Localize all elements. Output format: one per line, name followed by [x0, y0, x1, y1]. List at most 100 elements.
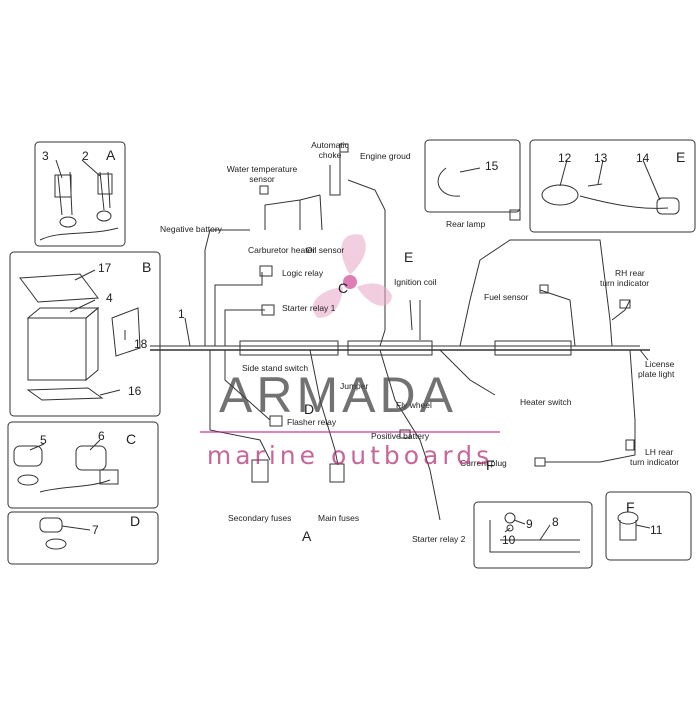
relay-6: [75, 445, 107, 471]
section-letter-e-main: E: [404, 249, 413, 265]
battery-side: [85, 306, 99, 382]
watermark-propeller-icon: [312, 234, 392, 318]
connector-2: [97, 173, 113, 195]
spark-cap-14: [656, 197, 680, 215]
label-rear-lamp: Rear lamp: [446, 219, 485, 229]
section-letter-b: B: [142, 259, 151, 275]
label-starter-relay-2: Starter relay 2: [412, 534, 466, 544]
harness-sleeve-1: [239, 340, 339, 356]
part-12: [541, 184, 579, 206]
branch-logic-relay: [214, 272, 263, 346]
label-license-1: License: [645, 359, 675, 369]
harness-sleeve-3: [494, 340, 572, 356]
watermark-brand: ARMADA: [219, 367, 457, 423]
callout-13: 13: [594, 151, 608, 165]
inset-box-8-10: [473, 501, 593, 569]
branch-positive-battery: [379, 349, 441, 521]
callout-7: 7: [92, 523, 99, 537]
callout-12: 12: [558, 151, 572, 165]
label-negative-battery: Negative battery: [160, 224, 223, 234]
branch-carb-heater: [299, 194, 323, 231]
callout-4: 4: [106, 291, 113, 305]
callout-1: 1: [178, 307, 185, 321]
branch-water-temp: [264, 194, 321, 230]
leader-5-6: [29, 439, 101, 451]
label-ignition-coil: Ignition coil: [394, 277, 437, 287]
connector-rear-lamp: [509, 209, 521, 221]
callout-11: 11: [650, 523, 663, 537]
callout-16: 16: [128, 384, 142, 398]
inset-box-d: [7, 511, 159, 565]
inset-box-a: [34, 141, 126, 247]
label-logic-relay: Logic relay: [282, 268, 324, 278]
callout-17: 17: [98, 261, 112, 275]
callout-15: 15: [485, 159, 499, 173]
leader-7: [61, 525, 91, 531]
clamp-15: [437, 167, 461, 197]
label-secondary-fuses: Secondary fuses: [228, 513, 291, 523]
label-heater-switch: Heater switch: [520, 397, 572, 407]
relay-7-base: [45, 538, 67, 550]
connector-flasher-relay: [269, 415, 283, 427]
connector-rh-turn: [619, 299, 631, 309]
branch-starter-relay-1: [224, 309, 265, 346]
branch-engine-ground: [347, 179, 386, 347]
branch-rear-lamp: [459, 239, 613, 347]
cable-8-left: [489, 520, 580, 553]
section-letter-a-main: A: [302, 528, 312, 544]
relay-7: [39, 517, 63, 533]
branch-license: [639, 349, 649, 361]
label-oil-sensor: Oil sensor: [306, 245, 344, 255]
label-water-temp-1: Water temperature: [227, 164, 298, 174]
battery-cover-17: [19, 273, 99, 303]
inset-a-ring-right: [96, 210, 112, 222]
callout-8: 8: [552, 515, 559, 529]
connector-lh-turn: [625, 439, 635, 451]
connector-positive-battery: [399, 429, 411, 439]
label-fly-wheel: Fly wheel: [396, 400, 432, 410]
label-license-2: plate light: [638, 369, 675, 379]
branch-ignition-coil: [409, 299, 421, 340]
branch-flasher-relay: [224, 350, 271, 421]
branch-main-fuses: [309, 349, 339, 466]
branch-fuel-sensor: [539, 289, 576, 347]
inset-box-b: [9, 251, 161, 417]
connector-main-fuses: [329, 463, 345, 483]
connector-engine-ground: [339, 143, 349, 153]
callout-10: 10: [502, 533, 516, 547]
leader-8-10: [504, 519, 551, 541]
battery-pad-16: [26, 387, 104, 401]
connector-fuel-sensor: [539, 284, 549, 294]
leader-12-14: [559, 159, 661, 201]
callout-3: 3: [42, 149, 49, 163]
section-letter-c-inset: C: [126, 431, 136, 447]
connector-water-temp: [259, 185, 269, 195]
label-flasher-relay: Flasher relay: [287, 417, 337, 427]
callout-18: 18: [134, 337, 148, 351]
section-letter-c-main: C: [338, 280, 348, 296]
section-letter-f-main: F: [486, 457, 495, 473]
branch-heater-switch: [439, 349, 496, 396]
section-letter-f-inset: F: [626, 499, 635, 515]
inset-box-15: [424, 139, 521, 213]
branch-choke: [329, 150, 341, 196]
harness-sleeve-2: [347, 340, 433, 356]
label-rh-rear-turn-2: turn indicator: [600, 278, 649, 288]
inset-box-e: [529, 139, 696, 233]
battery-body-4: [27, 317, 87, 381]
section-letter-e-inset: E: [676, 149, 685, 165]
leader-16: [99, 389, 121, 396]
battery-sheet-18: [111, 307, 141, 357]
relay-5-base: [17, 474, 39, 486]
label-fuel-sensor: Fuel sensor: [484, 292, 529, 302]
callout-9: 9: [526, 517, 533, 531]
leader-11: [635, 524, 651, 529]
label-rh-rear-turn-1: RH rear: [615, 268, 645, 278]
connector-3: [54, 174, 72, 198]
leader-1: [184, 317, 191, 347]
branch-secondary-fuses: [209, 350, 271, 461]
plug-11-body: [619, 520, 637, 541]
plug-11-top: [617, 511, 639, 525]
connector-secondary-fuses: [251, 459, 269, 483]
